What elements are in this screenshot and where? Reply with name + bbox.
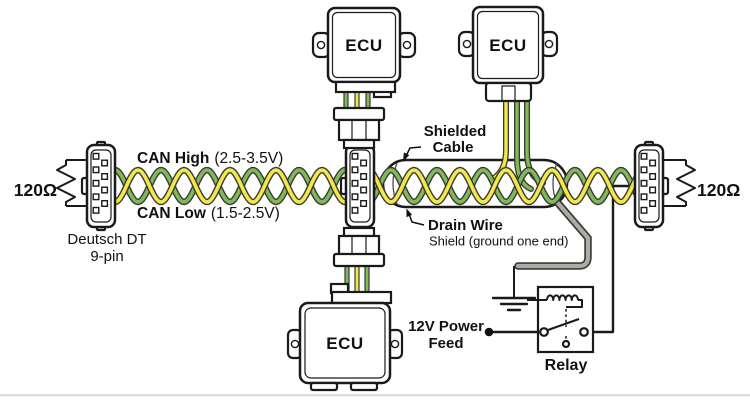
relay-symbol — [527, 285, 595, 354]
relay-label: Relay — [545, 357, 588, 374]
coil-lead-2 — [566, 299, 583, 308]
ecu-top-middle — [311, 6, 417, 150]
deutsch-dt9-connector-middle — [339, 140, 376, 232]
relay-contact — [579, 327, 589, 337]
power-feed-terminal-dot — [484, 327, 494, 337]
drain-wire-leader — [406, 208, 425, 226]
mount-hole — [390, 339, 400, 349]
ecu-bottom-label: ECU — [326, 334, 363, 353]
terminator-left-label: 120Ω — [14, 180, 57, 200]
terminating-resistor-left — [56, 159, 87, 207]
connector-plug — [332, 106, 386, 150]
ecu-top-right-label: ECU — [489, 36, 526, 55]
switched-power-wire — [586, 184, 638, 334]
drain-wire — [514, 198, 592, 270]
relay-coil-icon — [546, 294, 579, 301]
shielded-cable-label-line2: Cable — [433, 139, 474, 156]
connector-base — [330, 290, 393, 305]
connector-type-label-line1: Deutsch DT — [67, 231, 146, 248]
ground-icon — [491, 266, 537, 312]
shielded-cable-leader — [403, 146, 422, 162]
mount-hole — [544, 39, 554, 49]
connector-base — [334, 80, 397, 94]
can-high-stub-wire — [490, 98, 508, 181]
ecu-foot — [349, 381, 379, 392]
shield-ground-note: Shield (ground one end) — [429, 234, 569, 249]
mount-hole — [316, 40, 326, 50]
ecu-top-right — [457, 5, 559, 103]
relay-switch-blade — [547, 318, 580, 331]
ecu-foot — [309, 381, 339, 392]
mount-hole — [290, 339, 300, 349]
connector-plug — [332, 226, 386, 268]
power-feed-label-line1: 12V Power — [408, 318, 484, 335]
deutsch-dt9-connector-left — [80, 140, 117, 232]
mount-hole — [402, 40, 412, 50]
deutsch-dt9-connector-right — [633, 140, 670, 232]
relay-contact — [539, 327, 549, 337]
ecu-body — [298, 301, 392, 385]
connector-key — [501, 85, 516, 102]
ecu-top-middle-label: ECU — [345, 36, 382, 55]
drain-wire-label: Drain Wire — [428, 217, 503, 234]
ecu-bottom — [286, 226, 404, 392]
image-bottom-edge — [0, 394, 750, 397]
shielded-cable-label-line1: Shielded — [424, 123, 487, 140]
relay-contact — [561, 339, 571, 349]
terminating-resistor-right — [663, 159, 696, 207]
mount-hole — [462, 39, 472, 49]
can-low-label: CAN Low(1.5-2.5V) — [137, 205, 280, 222]
relay-power-wiring — [484, 184, 638, 337]
can-high-label: CAN High(2.5-3.5V) — [137, 150, 283, 167]
connector-type-label-line2: 9-pin — [90, 248, 123, 265]
power-feed-label-line2: Feed — [428, 335, 463, 352]
terminator-right-label: 120Ω — [697, 180, 740, 200]
